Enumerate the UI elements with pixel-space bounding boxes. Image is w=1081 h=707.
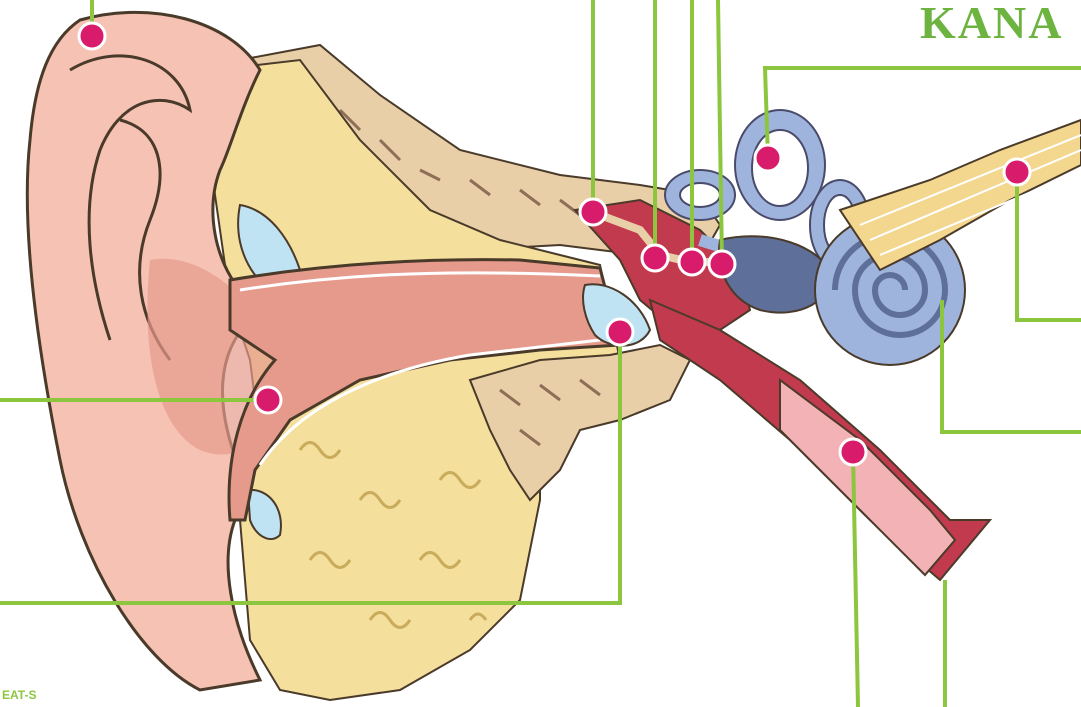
dot-marker-icon xyxy=(255,387,281,413)
dot-marker-icon xyxy=(679,249,705,275)
dot-marker-icon xyxy=(840,439,866,465)
dot-marker-icon xyxy=(755,145,781,171)
dot-marker-icon xyxy=(580,199,606,225)
dot-marker-icon xyxy=(79,23,105,49)
credit-text: EAT-S xyxy=(2,688,36,702)
dot-marker-icon xyxy=(709,251,735,277)
dot-marker-icon xyxy=(1004,159,1030,185)
title-text: KANA xyxy=(920,0,1063,49)
dot-marker-icon xyxy=(607,319,633,345)
dot-marker-icon xyxy=(642,245,668,271)
